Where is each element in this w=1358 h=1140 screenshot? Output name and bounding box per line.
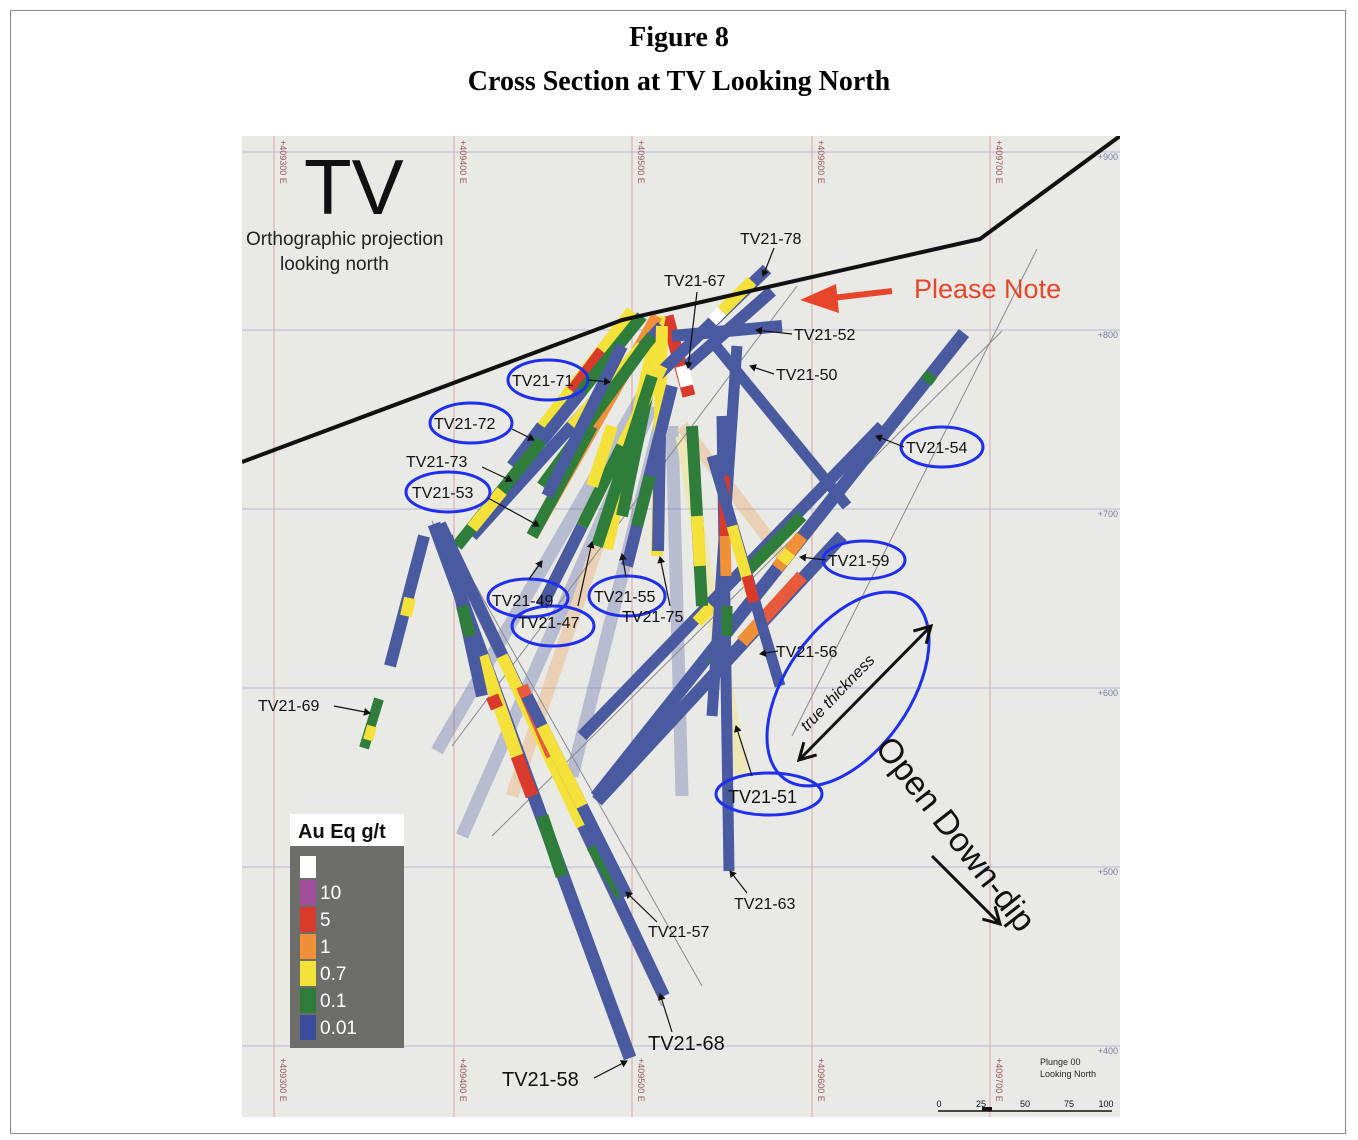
legend-label-1: 1 xyxy=(320,937,331,958)
legend-swatch-10 xyxy=(300,880,316,905)
legend-title: Au Eq g/t xyxy=(298,821,386,843)
tv-title: TV xyxy=(304,143,404,231)
elevation-800: +800 xyxy=(1098,330,1118,340)
scale-label-50: 50 xyxy=(1020,1099,1030,1109)
legend-swatch-white xyxy=(300,856,316,878)
legend-label-0-7: 0.7 xyxy=(320,964,346,985)
label-tv21-75: TV21-75 xyxy=(622,609,683,626)
legend-swatch-0-7 xyxy=(300,961,316,986)
label-tv21-50: TV21-50 xyxy=(776,367,837,384)
elevation-500: +500 xyxy=(1098,867,1118,877)
label-tv21-53: TV21-53 xyxy=(412,485,473,502)
legend-title-box xyxy=(290,814,404,846)
figure-label: Figure 8 xyxy=(629,22,729,53)
label-tv21-73: TV21-73 xyxy=(406,454,467,471)
label-tv21-52: TV21-52 xyxy=(794,327,855,344)
label-tv21-63: TV21-63 xyxy=(734,896,795,913)
please-note-arrow-head xyxy=(800,284,839,313)
please-note-label: Please Note xyxy=(914,274,1061,304)
topography-line xyxy=(241,134,1122,464)
easting-bottom-4: +409600 E xyxy=(816,1058,826,1102)
scale-label-25: 25 xyxy=(976,1099,986,1109)
drill-holes xyxy=(359,264,970,1061)
hole-labels: TV21-78 TV21-67 TV21-52 TV21-50 TV21-71 … xyxy=(258,231,967,1091)
easting-top-1: +409300 E xyxy=(278,140,288,184)
easting-top-2: +409400 E xyxy=(458,140,468,184)
please-note-arrow-shaft xyxy=(831,288,893,301)
label-tv21-47: TV21-47 xyxy=(518,615,579,632)
plunge-line-2: Looking North xyxy=(1040,1069,1096,1079)
projection-line-2: looking north xyxy=(280,254,389,275)
label-tv21-68: TV21-68 xyxy=(648,1033,725,1055)
elevation-400: +400 xyxy=(1098,1046,1118,1056)
easting-bottom-1: +409300 E xyxy=(278,1058,288,1102)
legend-label-5: 5 xyxy=(320,910,331,931)
legend-swatch-5 xyxy=(300,907,316,932)
easting-bottom-2: +409400 E xyxy=(458,1058,468,1102)
hole-tv21-47 xyxy=(591,374,658,548)
scale-label-0: 0 xyxy=(936,1099,941,1109)
label-tv21-71: TV21-71 xyxy=(512,373,573,390)
easting-bottom-5: +409700 E xyxy=(994,1058,1004,1102)
easting-top-3: +409500 E xyxy=(636,140,646,184)
cross-section-diagram: +409300 E +409400 E +409500 E +409600 E … xyxy=(241,134,1122,1117)
down-dip-arrow xyxy=(930,854,1003,927)
label-tv21-51: TV21-51 xyxy=(728,787,797,807)
elevation-700: +700 xyxy=(1098,509,1118,519)
label-tv21-58: TV21-58 xyxy=(502,1069,579,1091)
label-tv21-55: TV21-55 xyxy=(594,589,655,606)
label-tv21-59: TV21-59 xyxy=(828,553,889,570)
legend-label-0-1: 0.1 xyxy=(320,991,346,1012)
scale-bar: 0 25 50 75 100 xyxy=(936,1099,1114,1112)
legend-swatch-0-1 xyxy=(300,988,316,1013)
legend-swatch-0-01 xyxy=(300,1015,316,1040)
legend: Au Eq g/t 10 5 1 0.7 0.1 0.01 xyxy=(290,814,404,1048)
easting-top-5: +409700 E xyxy=(994,140,1004,184)
hole-tv21-69 xyxy=(359,697,384,750)
scale-label-100: 100 xyxy=(1098,1099,1113,1109)
label-tv21-78: TV21-78 xyxy=(740,231,801,248)
elevation-900: +900 xyxy=(1098,152,1118,162)
label-tv21-49: TV21-49 xyxy=(492,593,553,610)
label-tv21-67: TV21-67 xyxy=(664,273,725,290)
hole-tv21-73 xyxy=(541,343,628,499)
legend-label-0-01: 0.01 xyxy=(320,1018,357,1039)
true-thickness-arrow xyxy=(796,623,934,763)
leader-lines xyxy=(333,247,905,1079)
legend-label-10: 10 xyxy=(320,883,341,904)
easting-bottom-3: +409500 E xyxy=(636,1058,646,1102)
hole-tv21-52 xyxy=(683,286,776,371)
figure-frame xyxy=(10,10,1346,1134)
projection-line-1: Orthographic projection xyxy=(246,229,444,250)
label-tv21-56: TV21-56 xyxy=(776,644,837,661)
easting-top-4: +409600 E xyxy=(816,140,826,184)
figure-caption: Cross Section at TV Looking North xyxy=(467,66,891,97)
label-tv21-54: TV21-54 xyxy=(906,440,967,457)
cross-section-panel: +409300 E +409400 E +409500 E +409600 E … xyxy=(241,134,1122,1117)
label-tv21-69: TV21-69 xyxy=(258,698,319,715)
elevation-600: +600 xyxy=(1098,688,1118,698)
legend-swatch-1 xyxy=(300,934,316,959)
label-tv21-57: TV21-57 xyxy=(648,924,709,941)
plunge-line-1: Plunge 00 xyxy=(1040,1057,1081,1067)
scale-label-75: 75 xyxy=(1064,1099,1074,1109)
label-tv21-72: TV21-72 xyxy=(434,416,495,433)
